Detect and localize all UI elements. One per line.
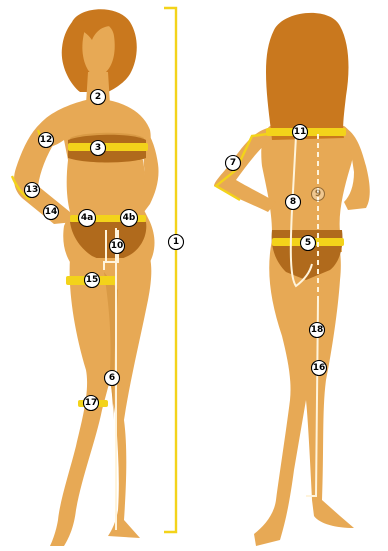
marker-9: 9: [312, 188, 325, 201]
marker-6: 6: [105, 371, 120, 386]
marker-3: 3: [91, 141, 106, 156]
marker-11: 11: [293, 125, 308, 140]
svg-text:15: 15: [86, 275, 99, 285]
svg-text:1: 1: [173, 237, 179, 247]
svg-text:8: 8: [290, 197, 296, 207]
svg-text:6: 6: [109, 373, 115, 383]
marker-17: 17: [84, 396, 99, 411]
svg-text:16: 16: [313, 363, 326, 373]
back-hair: [266, 13, 348, 140]
marker-4b: 4b: [121, 210, 138, 227]
svg-text:5: 5: [305, 238, 311, 248]
svg-text:10: 10: [111, 241, 124, 251]
marker-14: 14: [44, 205, 59, 220]
marker-7: 7: [226, 156, 241, 171]
marker-18: 18: [310, 323, 325, 338]
svg-text:4b: 4b: [123, 213, 136, 223]
svg-text:3: 3: [95, 143, 101, 153]
svg-text:18: 18: [311, 325, 324, 335]
svg-text:12: 12: [40, 135, 53, 145]
marker-1: 1: [169, 235, 184, 250]
marker-15: 15: [85, 273, 100, 288]
svg-text:4a: 4a: [81, 213, 93, 223]
marker-5: 5: [301, 236, 316, 251]
marker-16: 16: [312, 361, 327, 376]
svg-text:9: 9: [315, 189, 321, 199]
back-view-female-figure: [214, 13, 370, 546]
svg-text:13: 13: [26, 185, 39, 195]
bust-tape: [68, 143, 148, 151]
marker-10: 10: [110, 239, 125, 254]
back-legs: [254, 240, 354, 546]
svg-text:14: 14: [45, 207, 58, 217]
svg-text:7: 7: [230, 158, 236, 168]
svg-text:2: 2: [95, 92, 101, 102]
marker-12: 12: [39, 133, 54, 148]
height-bar: [164, 8, 176, 532]
marker-4a: 4a: [79, 210, 96, 227]
marker-2: 2: [91, 90, 106, 105]
marker-8: 8: [286, 195, 301, 210]
svg-text:17: 17: [85, 398, 98, 408]
marker-13: 13: [25, 183, 40, 198]
svg-text:11: 11: [294, 127, 307, 137]
